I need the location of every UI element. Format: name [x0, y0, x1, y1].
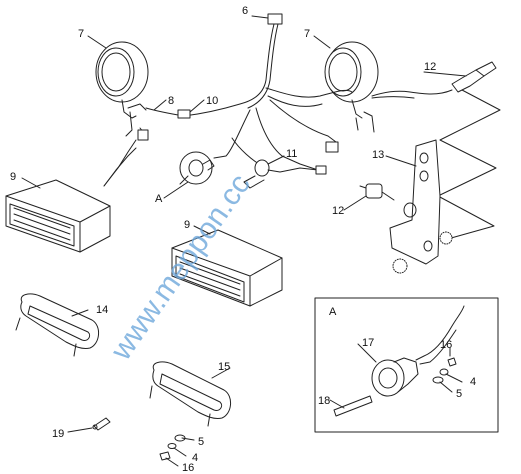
label-13: 13	[372, 149, 384, 161]
label-4-bottom: 4	[192, 452, 198, 464]
detail-a-inset	[314, 297, 499, 433]
label-a-inset: A	[329, 306, 337, 318]
label-18: 18	[318, 395, 330, 407]
label-14: 14	[96, 304, 108, 316]
lamp-gasket	[15, 293, 99, 357]
label-10: 10	[206, 95, 218, 107]
left-tail-lamp	[5, 147, 137, 253]
callout-labels: 7 7 6 8 10 12 9 11 13 A 12 9 14 A 17 16 …	[10, 5, 476, 474]
label-15: 15	[218, 361, 230, 373]
label-a-callout: A	[155, 193, 163, 205]
mounting-bracket	[389, 139, 441, 265]
label-5-bottom: 5	[198, 436, 204, 448]
label-12-switch: 12	[332, 205, 344, 217]
toggle-switch	[359, 183, 395, 201]
fuse-holder	[371, 61, 497, 99]
right-spotlight	[324, 41, 379, 133]
label-12-top: 12	[424, 61, 436, 73]
label-7-right: 7	[304, 28, 310, 40]
label-17: 17	[362, 337, 374, 349]
label-16-bottom: 16	[182, 462, 194, 474]
label-7-left: 7	[78, 28, 84, 40]
label-11: 11	[286, 148, 297, 160]
leader-lines	[21, 15, 467, 467]
label-6: 6	[242, 5, 248, 17]
screw	[92, 417, 111, 431]
fastener-stack	[159, 434, 186, 461]
label-5-inset: 5	[456, 388, 462, 400]
label-9-left: 9	[10, 171, 16, 183]
center-tail-lamp	[171, 229, 283, 307]
bulb-socket	[243, 159, 327, 189]
label-9-center: 9	[184, 219, 190, 231]
detail-a-marker	[179, 151, 215, 185]
label-8: 8	[168, 95, 174, 107]
label-16-inset: 16	[440, 339, 452, 351]
lamp-gasket-alt	[149, 361, 231, 427]
wiring-harness	[103, 13, 353, 187]
zigzag-wire	[437, 89, 501, 241]
left-spotlight	[95, 41, 149, 137]
label-4-inset: 4	[470, 376, 476, 388]
label-19: 19	[52, 428, 64, 440]
